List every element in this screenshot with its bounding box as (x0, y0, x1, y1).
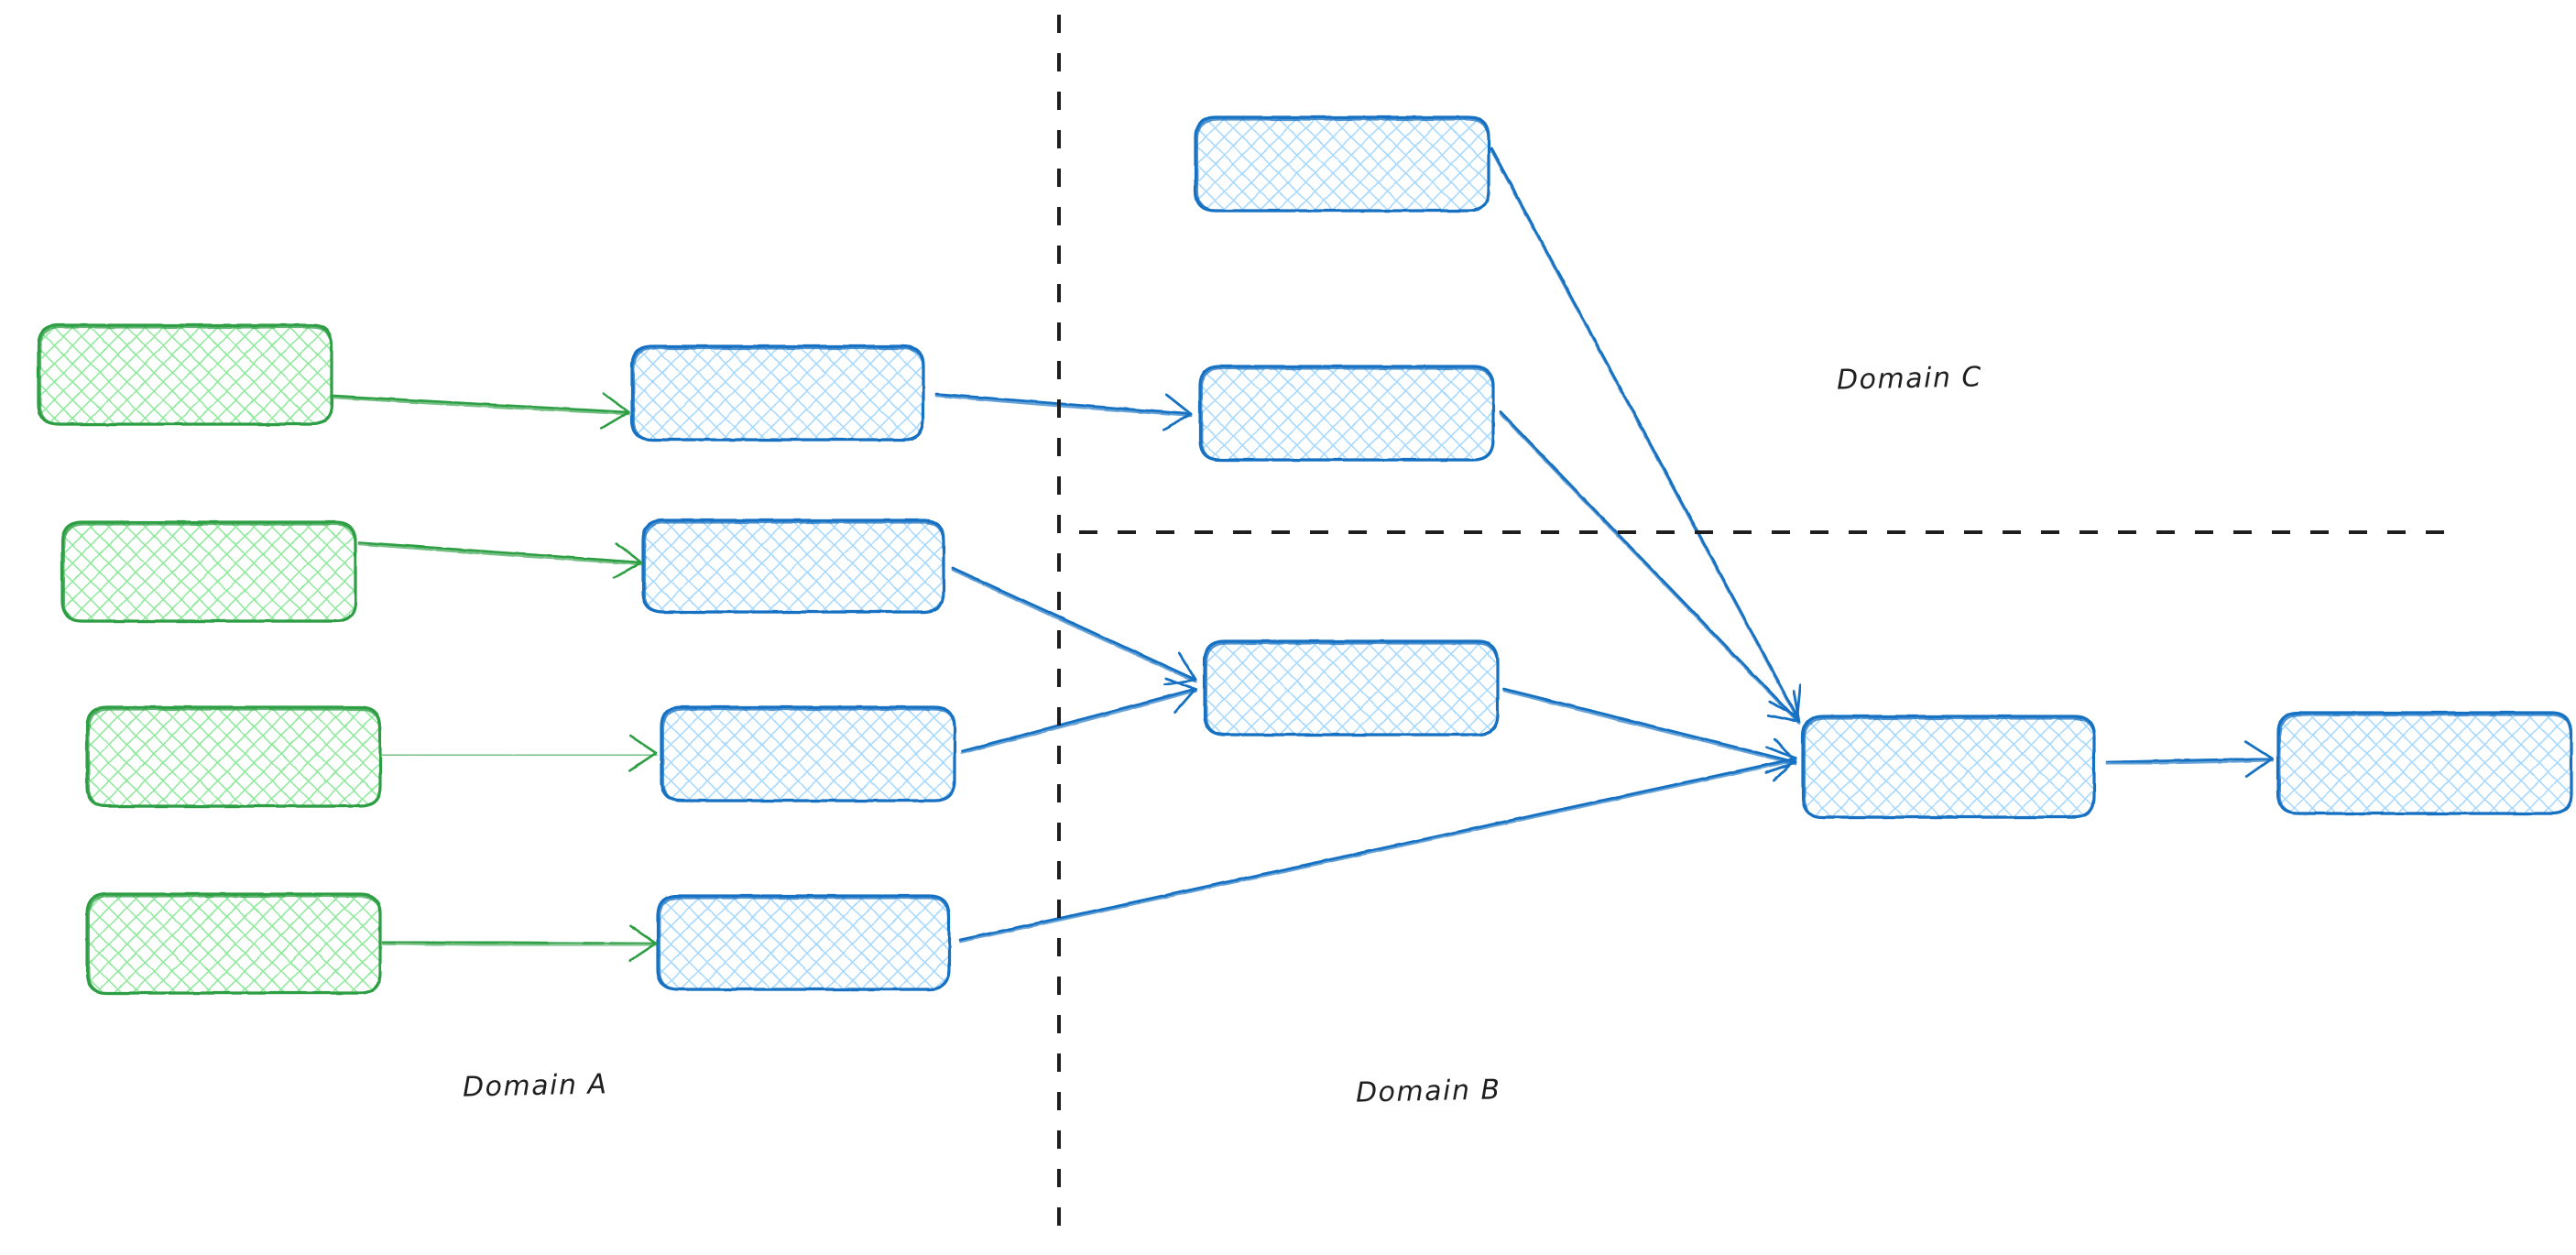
edge-edge-a-in-3-to-a-mid-3[interactable] (381, 734, 658, 772)
node-outline (1205, 642, 1499, 737)
node-outline (632, 347, 924, 442)
edge-line (951, 566, 1197, 682)
node-fill (1200, 366, 1493, 460)
node-a-mid-3[interactable] (660, 705, 956, 802)
node-outline (87, 708, 381, 808)
edge-edge-a-in-2-to-a-mid-2[interactable] (357, 540, 643, 580)
node-outline (62, 523, 356, 623)
edge-line (1490, 148, 1799, 720)
edge-arrowhead (628, 942, 658, 963)
node-fill (1803, 716, 2094, 817)
node-outline (1195, 118, 1490, 213)
node-a-in-4[interactable] (85, 892, 382, 995)
edge-arrowhead (1162, 412, 1193, 431)
node-a-mid-2[interactable] (641, 518, 945, 614)
edge-arrowhead (602, 392, 630, 414)
edge-arrowhead (1163, 678, 1197, 686)
node-fill (87, 894, 380, 993)
edge-arrowhead (1764, 760, 1797, 774)
node-fill (62, 522, 355, 621)
dividers-layer (1057, 15, 2455, 1240)
edge-line (2105, 758, 2274, 766)
node-a-mid-4[interactable] (656, 894, 951, 991)
edge-line (958, 758, 1797, 944)
edge-line (951, 568, 1197, 683)
node-a-in-2[interactable] (60, 520, 357, 623)
edge-arrowhead (600, 410, 630, 430)
edge-line (960, 689, 1197, 755)
node-outline (643, 521, 944, 614)
edge-line (1499, 412, 1801, 726)
edge-edge-b-mid-1-to-c-out-1[interactable] (1502, 687, 1797, 774)
node-b-top-2[interactable] (1198, 365, 1495, 462)
edges-layer (332, 147, 2274, 963)
edge-line (332, 396, 630, 416)
edge-arrowhead (1164, 677, 1197, 691)
node-a-in-1[interactable] (37, 323, 333, 426)
edge-edge-a-mid-3-to-b-mid-1[interactable] (960, 677, 1197, 755)
edge-arrowhead (1177, 651, 1197, 682)
edge-edge-a-in-4-to-a-mid-4[interactable] (381, 924, 658, 963)
node-outline (1200, 367, 1494, 462)
edge-arrowhead (2243, 740, 2274, 760)
edge-arrowhead (2244, 757, 2274, 778)
node-fill (632, 346, 923, 440)
edge-edge-a-mid-4-to-c-out-1[interactable] (958, 746, 1797, 944)
node-fill (1195, 117, 1489, 211)
edge-line (958, 757, 1797, 942)
edge-arrowhead (1767, 714, 1801, 724)
edge-arrowhead (628, 734, 658, 755)
edge-arrowhead (628, 751, 658, 772)
edge-arrowhead (615, 541, 643, 564)
edge-line (381, 753, 658, 757)
edge-line (2105, 757, 2274, 764)
node-outline (1803, 717, 2095, 819)
node-fill (38, 325, 332, 424)
edge-edge-b-top-2-to-c-out-1[interactable] (1499, 410, 1801, 726)
node-outline (38, 326, 333, 426)
edge-edge-b-top-1-to-c-out-1[interactable] (1490, 147, 1802, 720)
node-fill (643, 520, 944, 612)
domain-label-c: Domain C (1836, 361, 1983, 397)
edge-line (381, 940, 658, 945)
edge-line (381, 942, 658, 947)
edge-line (332, 394, 630, 414)
node-b-top-1[interactable] (1194, 115, 1490, 213)
node-fill (1205, 641, 1498, 735)
nodes-layer (37, 115, 2573, 995)
edge-line (960, 687, 1197, 753)
edge-arrowhead (1164, 393, 1193, 416)
node-a-mid-1[interactable] (630, 344, 925, 442)
node-b-mid-1[interactable] (1203, 639, 1500, 737)
node-outline (87, 895, 381, 995)
node-a-in-3[interactable] (85, 705, 382, 808)
node-outline (658, 897, 950, 991)
edge-line (357, 540, 643, 564)
edge-edge-c-out-1-to-c-out-2[interactable] (2105, 740, 2274, 778)
node-fill (87, 707, 380, 806)
edge-arrowhead (628, 924, 658, 945)
node-fill (661, 707, 955, 801)
edge-arrowhead (613, 561, 643, 580)
node-c-out-2[interactable] (2276, 711, 2573, 815)
edge-arrowhead (1773, 737, 1797, 764)
edge-edge-a-in-1-to-a-mid-1[interactable] (332, 392, 630, 430)
node-outline (2278, 714, 2572, 815)
edge-arrowhead (1792, 690, 1801, 724)
node-fill (2278, 713, 2571, 813)
edge-edge-a-mid-1-to-b-top-2[interactable] (934, 392, 1193, 431)
node-c-out-1[interactable] (1801, 715, 2096, 819)
node-fill (658, 896, 949, 989)
edge-line (934, 392, 1193, 416)
edge-edge-a-mid-2-to-b-mid-1[interactable] (951, 566, 1197, 686)
edge-line (1502, 689, 1797, 766)
domain-label-b: Domain B (1355, 1074, 1501, 1109)
edge-line (1502, 687, 1797, 764)
edge-line (357, 542, 643, 566)
edge-line (934, 394, 1193, 418)
edge-arrowhead (1173, 687, 1197, 714)
domain-label-a: Domain A (462, 1068, 608, 1104)
node-outline (661, 708, 955, 802)
